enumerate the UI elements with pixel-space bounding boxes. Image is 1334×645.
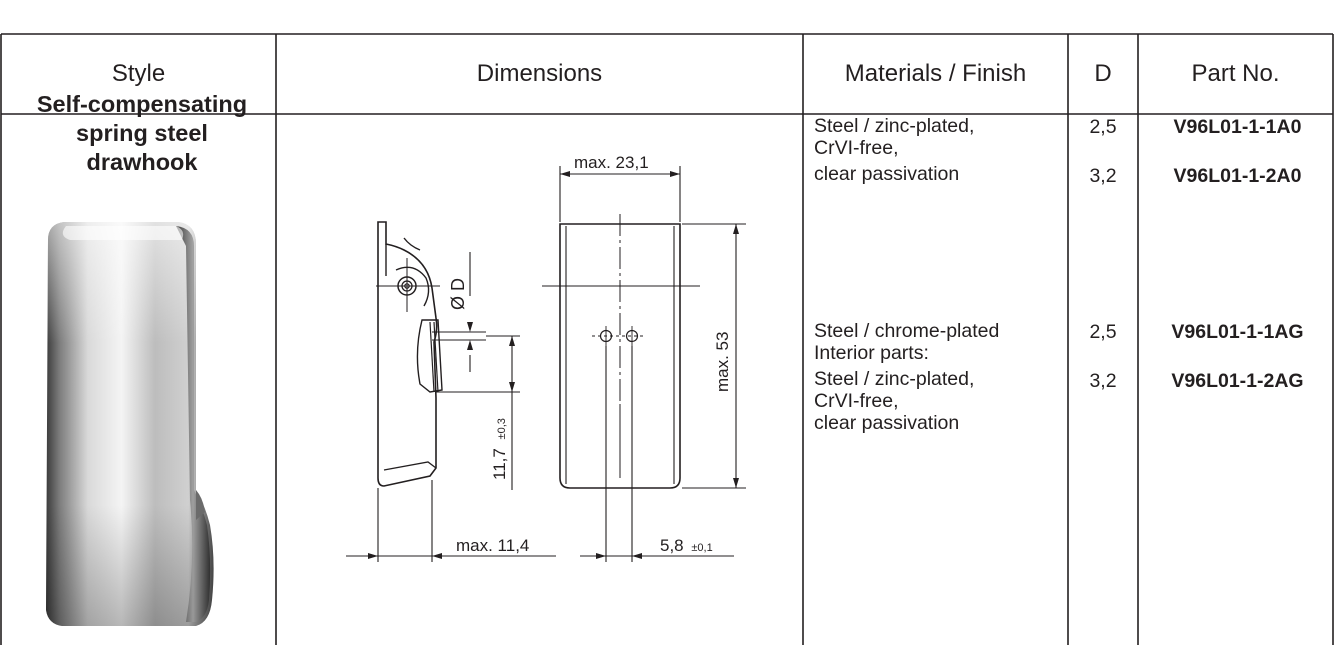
dim-offset-value: 5,8 — [660, 536, 684, 555]
d-value: 3,2 — [1089, 165, 1117, 187]
materials-group-2: Steel / chrome-plated Interior parts: St… — [814, 320, 999, 434]
header-dimensions: Dimensions — [476, 60, 603, 87]
dim-width-max: max. 23,1 — [574, 153, 649, 172]
dim-offset: 5,8 ±0,1 — [660, 536, 713, 555]
d-value: 2,5 — [1089, 116, 1117, 138]
dim-hole-distance: 11,7 ±0,3 — [490, 418, 509, 480]
header-style: Style — [111, 60, 166, 87]
materials-line: clear passivation — [814, 163, 960, 185]
style-title-line: spring steel — [76, 120, 208, 146]
d-value: 2,5 — [1089, 321, 1117, 343]
dim-offset-tol: ±0,1 — [691, 542, 712, 554]
dim-hole-distance-tol: ±0,3 — [496, 418, 508, 439]
materials-line: CrVI-free, — [814, 390, 899, 412]
part-number: V96L01-1-1A0 — [1173, 116, 1302, 138]
materials-line: Steel / zinc-plated, — [814, 368, 975, 390]
materials-line: Interior parts: — [814, 342, 929, 364]
side-view-outline — [377, 221, 438, 487]
part-number: V96L01-1-2AG — [1171, 370, 1304, 392]
part-number: V96L01-1-1AG — [1171, 321, 1304, 343]
style-title-line: Self-compensating — [36, 91, 248, 117]
header-d: D — [1094, 60, 1112, 87]
front-view-outline — [559, 223, 681, 489]
materials-line: Steel / chrome-plated — [814, 320, 1000, 342]
dim-height-max: max. 53 — [713, 332, 732, 392]
style-title-line: drawhook — [86, 149, 198, 175]
header-materials: Materials / Finish — [844, 60, 1027, 87]
part-number: V96L01-1-2A0 — [1173, 165, 1302, 187]
materials-line: Steel / zinc-plated, — [814, 115, 975, 137]
dim-hole-distance-value: 11,7 — [490, 448, 509, 480]
d-value: 3,2 — [1089, 370, 1117, 392]
dim-diameter: Ø D — [448, 278, 468, 310]
dim-depth-max: max. 11,4 — [456, 536, 529, 555]
materials-group-1: Steel / zinc-plated, CrVI-free, clear pa… — [814, 115, 974, 185]
materials-line: clear passivation — [814, 412, 960, 434]
header-part-no: Part No. — [1191, 60, 1280, 87]
svg-text:11,7 ±0,3: 11,7 ±0,3 — [490, 418, 509, 480]
style-title: Self-compensating spring steel drawhook — [10, 90, 274, 177]
materials-line: CrVI-free, — [814, 137, 899, 159]
